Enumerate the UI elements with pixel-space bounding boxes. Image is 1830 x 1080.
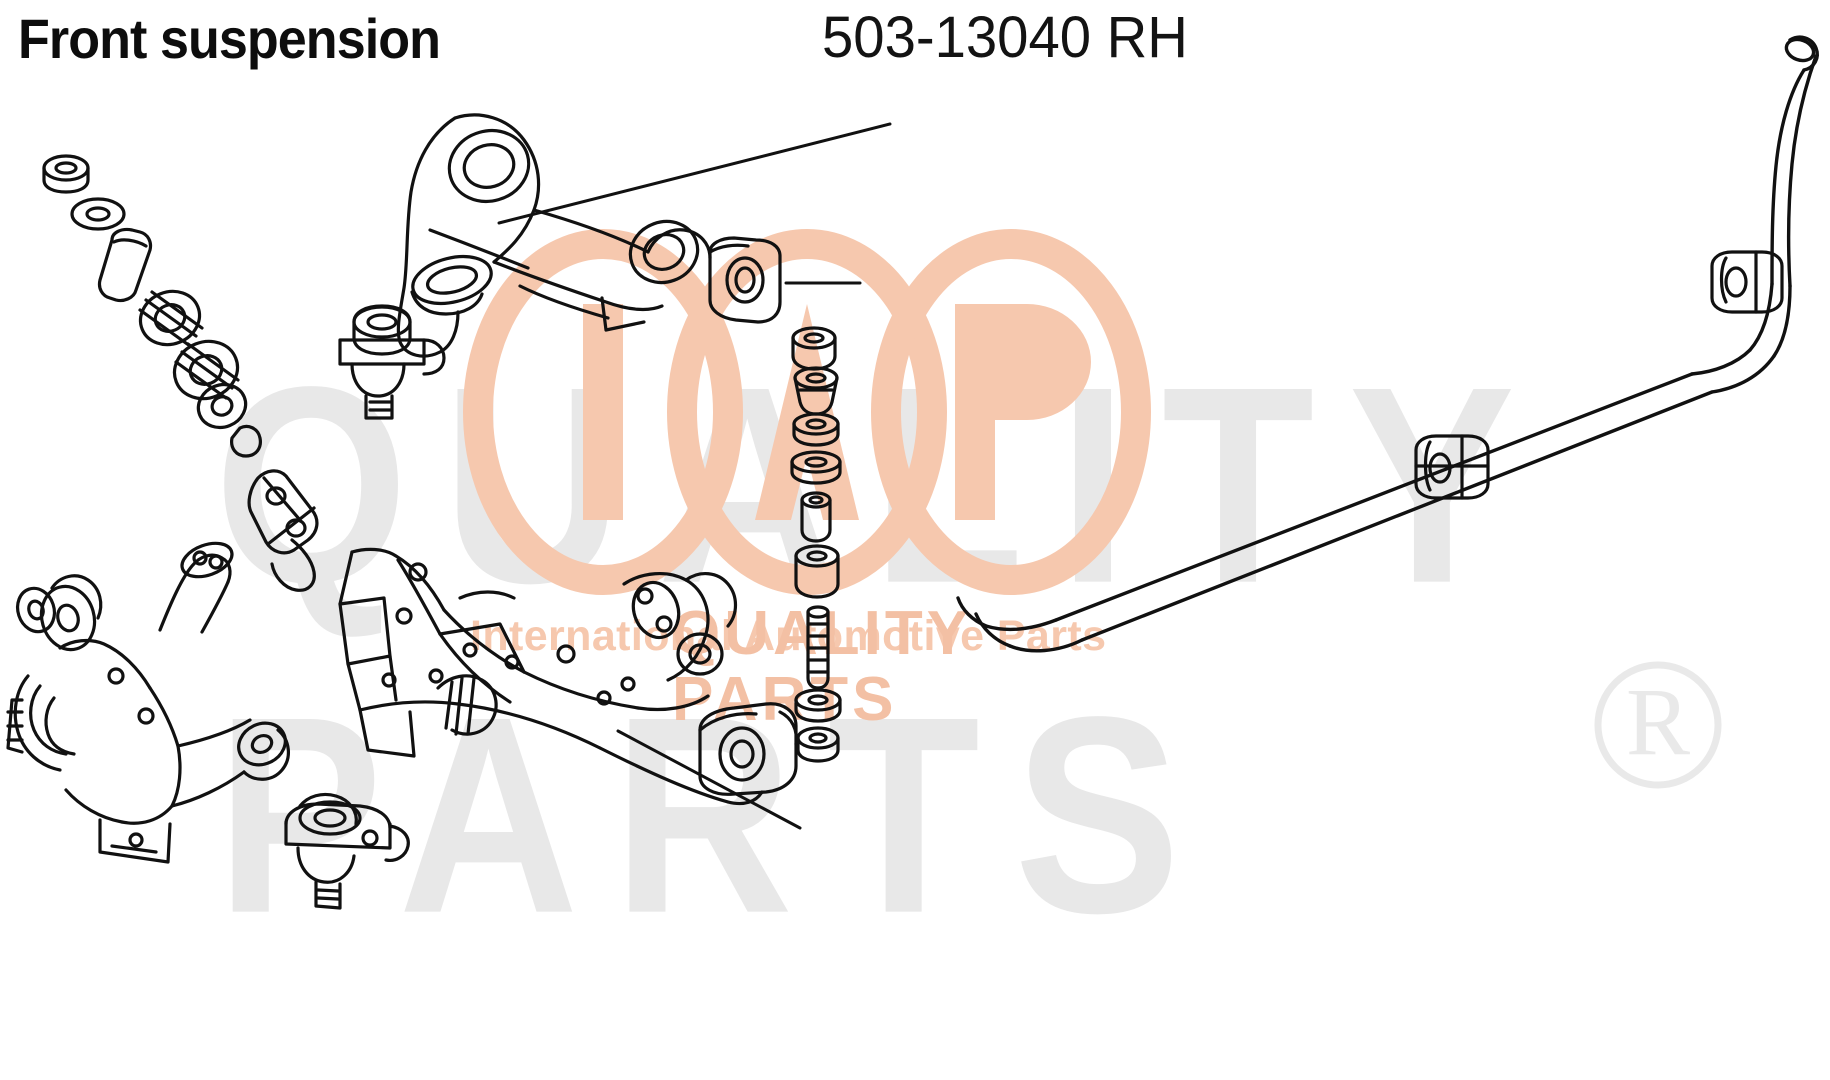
upper-ball-joint — [338, 304, 446, 420]
part-number: 503-13040 RH — [822, 5, 1188, 70]
lower-ball-joint — [284, 792, 410, 910]
link-rod — [247, 469, 319, 555]
upper-arm-bushing — [708, 236, 782, 324]
page-title: Front suspension — [18, 7, 441, 70]
steering-knuckle — [6, 541, 290, 864]
stabilizer-bushing-outer — [1710, 250, 1784, 314]
leader-lines — [497, 122, 892, 830]
lower-arm-bushing — [698, 702, 798, 796]
upper-control-arm — [396, 113, 712, 358]
link-bracket — [262, 476, 316, 592]
stabilizer-bushing-inner — [1414, 434, 1490, 500]
stabilizer-bar — [956, 35, 1819, 653]
diagram-header: Front suspension 503-13040 RH — [0, 0, 1830, 92]
washer-set — [42, 154, 319, 555]
shock-absorber-mount-stack — [790, 326, 842, 763]
